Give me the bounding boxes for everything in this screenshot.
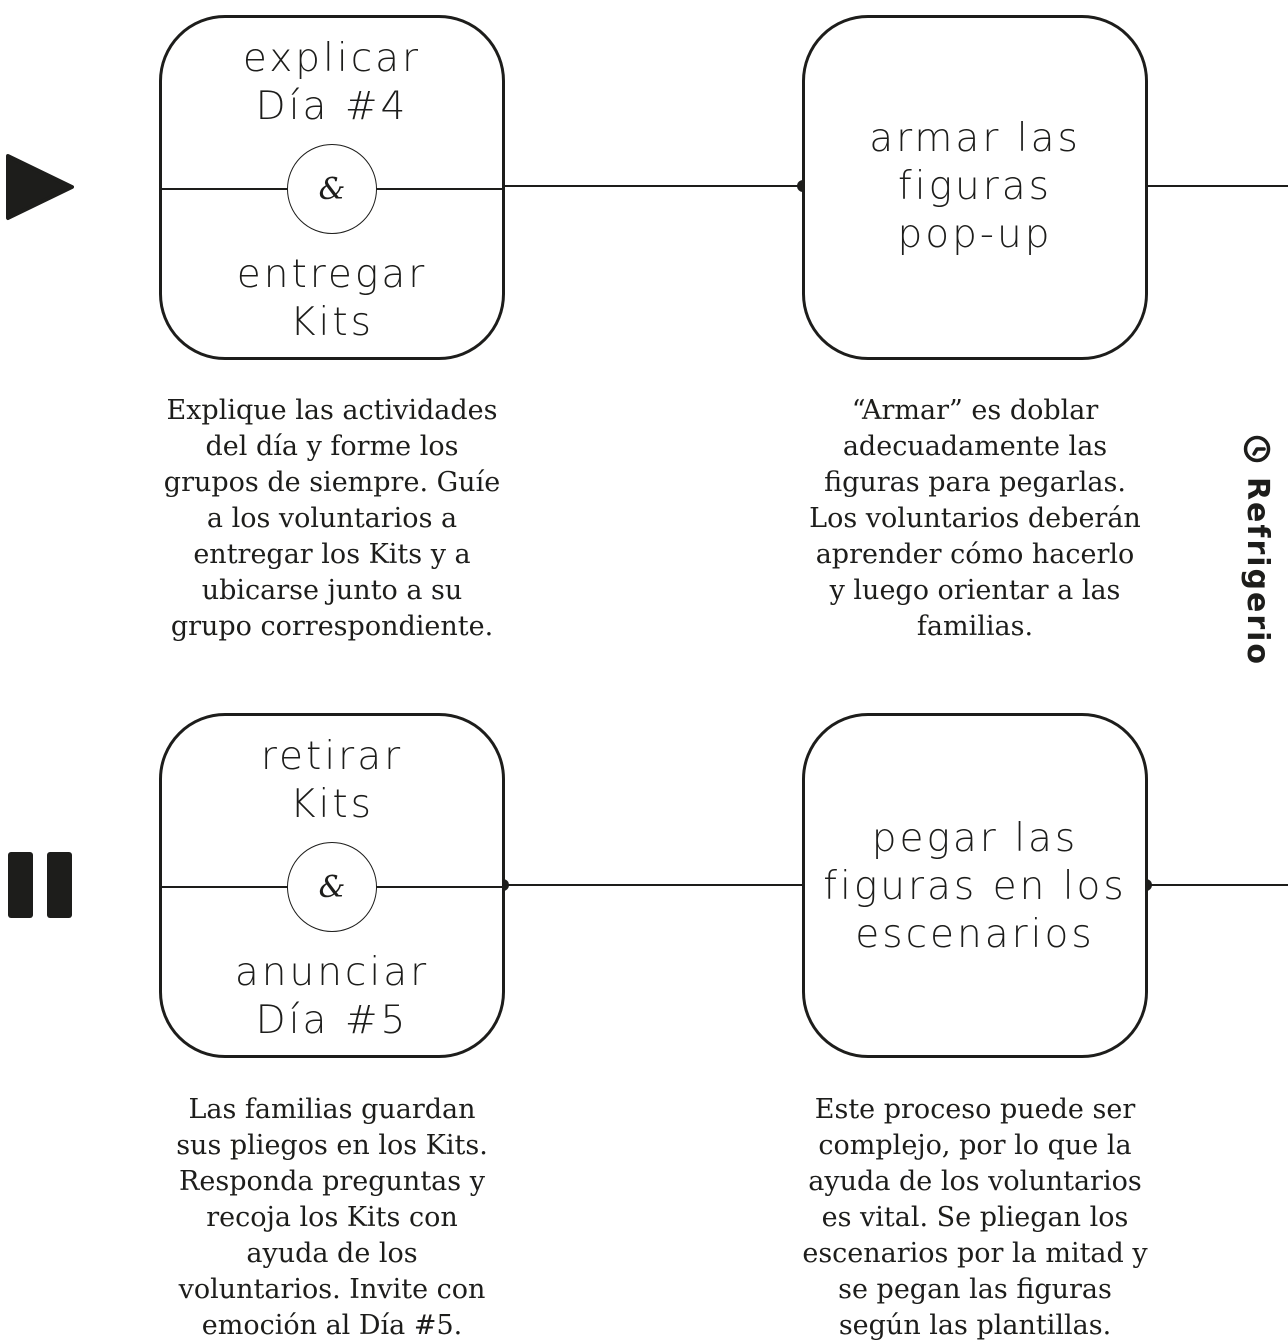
ampersand-circle: & [287,842,377,932]
step-label: armar las figuras pop-up [869,116,1081,257]
row2-connector [503,884,803,886]
row1-outgoing-connector [1146,185,1288,187]
step-description-armar: “Armar” es doblar adecuadamente las figu… [809,395,1141,642]
refrigerio-label: Refrigerio [1228,420,1288,680]
step-box-pegar: pegar las figuras en los escenarios [802,713,1148,1058]
step-description-explicar: Explique las actividades del día y forme… [163,395,501,642]
clock-icon [1244,435,1272,462]
row2-outgoing-connector [1146,884,1288,886]
refrigerio-text: Refrigerio [1240,476,1276,666]
play-icon[interactable] [6,152,74,222]
step-top-label: explicar Día #4 [242,36,422,129]
step-box-explicar-entregar: explicar Día #4 & entregar Kits [159,15,505,360]
step-bottom-label: anunciar Día #5 [234,950,430,1043]
step-box-retirar-anunciar: retirar Kits & anunciar Día #5 [159,713,505,1058]
step-bottom-label: entregar Kits [236,252,428,345]
step-box-armar: armar las figuras pop-up [802,15,1148,360]
step-label: pegar las figuras en los escenarios [823,816,1127,957]
ampersand-circle: & [287,144,377,234]
row1-connector [503,185,803,187]
step-top-label: retirar Kits [260,734,404,827]
step-description-pegar: Este proceso puede ser complejo, por lo … [802,1094,1148,1341]
step-description-retirar: Las familias guardan sus pliegos en los … [176,1094,488,1341]
pause-icon[interactable] [7,851,75,919]
